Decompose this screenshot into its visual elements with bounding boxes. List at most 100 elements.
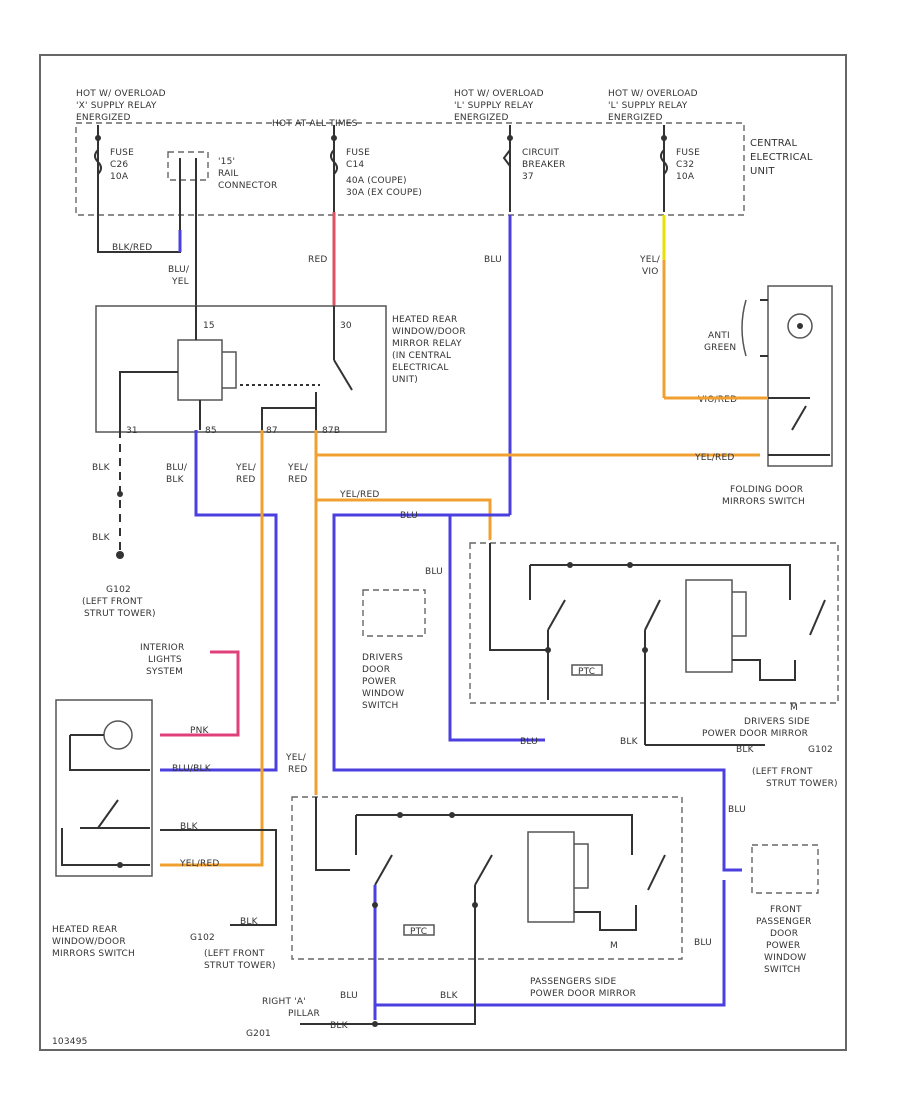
heated-mirror-switch-box (55, 699, 153, 877)
svg-text:HEATED REAR: HEATED REAR (392, 315, 457, 325)
ground-g102-right: BLK BLK G102 (LEFT FRONT STRUT TOWER) (620, 737, 838, 789)
svg-text:BLU/: BLU/ (168, 265, 190, 275)
svg-text:STRUT TOWER): STRUT TOWER) (766, 779, 838, 789)
svg-text:85: 85 (205, 426, 217, 436)
svg-text:G201: G201 (246, 1029, 271, 1039)
svg-text:'L' SUPPLY RELAY: 'L' SUPPLY RELAY (608, 101, 688, 111)
svg-text:BLK: BLK (92, 463, 111, 473)
svg-text:POWER DOOR MIRROR: POWER DOOR MIRROR (530, 989, 636, 999)
passenger-mirror-internals: M PTC (315, 797, 666, 1020)
blu-blk-label: BLU/BLK (172, 764, 212, 774)
svg-text:YEL/: YEL/ (285, 753, 307, 763)
ground-g102-lower: BLK G102 (LEFT FRONT STRUT TOWER) (190, 910, 277, 971)
svg-text:RED: RED (308, 255, 327, 265)
ground-g102-upper: G102 (LEFT FRONT STRUT TOWER) (82, 585, 156, 619)
fuse-c14: FUSE C14 40A (COUPE) 30A (EX COUPE) (330, 125, 422, 212)
svg-text:SWITCH: SWITCH (362, 701, 399, 711)
svg-text:31: 31 (126, 426, 138, 436)
fuse-c26: FUSE C26 10A (94, 125, 134, 212)
svg-text:10A: 10A (676, 172, 695, 182)
svg-text:RAIL: RAIL (218, 169, 239, 179)
svg-text:FOLDING DOOR: FOLDING DOOR (730, 485, 803, 495)
drivers-mirror-internals: M PTC (489, 543, 826, 745)
svg-text:BLK: BLK (620, 737, 639, 747)
svg-text:BLK/RED: BLK/RED (112, 243, 152, 253)
svg-text:POWER: POWER (362, 677, 396, 687)
svg-text:G102: G102 (190, 933, 215, 943)
folding-mirror-switch-internals: ANTI GREEN VIO/RED (698, 299, 830, 456)
svg-text:DRIVERS SIDE: DRIVERS SIDE (744, 717, 810, 727)
svg-text:15: 15 (203, 321, 215, 331)
svg-text:VIO: VIO (642, 267, 659, 277)
yel-red-label-switch: YEL/RED (179, 859, 220, 869)
svg-text:HEATED REAR: HEATED REAR (52, 925, 117, 935)
svg-text:RED: RED (236, 475, 255, 485)
svg-text:(LEFT FRONT: (LEFT FRONT (204, 949, 265, 959)
svg-text:(LEFT FRONT: (LEFT FRONT (752, 767, 813, 777)
svg-text:RED: RED (288, 765, 307, 775)
blk-wire-switch (160, 829, 277, 910)
blu-label-right: BLU (694, 938, 712, 948)
svg-text:WINDOW/DOOR: WINDOW/DOOR (392, 327, 466, 337)
svg-text:PTC: PTC (578, 667, 595, 677)
svg-text:YEL/: YEL/ (287, 463, 309, 473)
svg-text:BLK: BLK (92, 533, 111, 543)
blk-label-passenger: BLK (440, 991, 459, 1001)
svg-text:BLU/: BLU/ (166, 463, 188, 473)
svg-text:CIRCUIT: CIRCUIT (522, 148, 559, 158)
svg-text:MIRROR RELAY: MIRROR RELAY (392, 339, 462, 349)
interior-lights-label: INTERIOR LIGHTS SYSTEM (140, 643, 184, 677)
svg-text:RED: RED (288, 475, 307, 485)
svg-text:C32: C32 (676, 160, 694, 170)
fuse-c32: FUSE C32 10A (660, 125, 700, 212)
svg-text:FUSE: FUSE (346, 148, 370, 158)
svg-text:SYSTEM: SYSTEM (146, 667, 183, 677)
supply-relay-label-1: HOT W/ OVERLOAD 'X' SUPPLY RELAY ENERGIZ… (76, 89, 166, 123)
svg-text:GREEN: GREEN (704, 343, 736, 353)
folding-mirror-switch-box (767, 285, 833, 467)
svg-text:POWER: POWER (766, 941, 800, 951)
heated-rear-relay-box (95, 305, 387, 433)
svg-text:VIO/RED: VIO/RED (698, 395, 737, 405)
svg-text:SWITCH: SWITCH (764, 965, 801, 975)
svg-text:UNIT: UNIT (750, 166, 775, 177)
svg-text:YEL/RED: YEL/RED (339, 490, 380, 500)
svg-text:BLK: BLK (166, 475, 185, 485)
svg-text:LIGHTS: LIGHTS (148, 655, 182, 665)
central-electrical-unit-label: CENTRAL ELECTRICAL UNIT (750, 138, 813, 177)
heated-rear-relay-label: HEATED REAR WINDOW/DOOR MIRROR RELAY (IN… (392, 315, 466, 385)
svg-text:(LEFT FRONT: (LEFT FRONT (82, 597, 143, 607)
drivers-mirror-label: DRIVERS SIDE POWER DOOR MIRROR (702, 717, 810, 739)
pnk-wire (160, 650, 240, 737)
svg-text:WINDOW: WINDOW (362, 689, 404, 699)
ceu-output-wires: BLK/RED BLU/ YEL RED BLU YEL/ VIO (97, 212, 666, 515)
svg-text:INTERIOR: INTERIOR (140, 643, 184, 653)
svg-text:FUSE: FUSE (676, 148, 700, 158)
svg-text:DOOR: DOOR (362, 665, 390, 675)
svg-text:YEL/RED: YEL/RED (694, 453, 735, 463)
svg-text:C14: C14 (346, 160, 364, 170)
blu-wire-passenger (375, 880, 726, 1007)
svg-text:ANTI: ANTI (708, 331, 730, 341)
svg-text:PASSENGER: PASSENGER (756, 917, 812, 927)
blk-label-switch: BLK (180, 822, 199, 832)
hot-at-all-times-label: HOT AT ALL TIMES (272, 119, 358, 129)
blu-label-passenger: BLU (340, 991, 358, 1001)
svg-text:FRONT: FRONT (770, 905, 802, 915)
svg-text:ELECTRICAL: ELECTRICAL (750, 152, 813, 163)
svg-text:10A: 10A (110, 172, 129, 182)
central-electrical-unit-box (75, 122, 745, 216)
svg-text:BLK: BLK (240, 917, 259, 927)
heated-mirror-switch-internals (61, 720, 150, 868)
svg-text:'15': '15' (218, 157, 235, 167)
svg-text:PASSENGERS SIDE: PASSENGERS SIDE (530, 977, 616, 987)
svg-text:C26: C26 (110, 160, 128, 170)
relay-output-wires: BLK BLK BLU/ BLK YEL/ RED YEL/ RED YEL/R… (92, 430, 760, 872)
ground-g201: RIGHT 'A' PILLAR G201 BLK (246, 997, 476, 1039)
svg-text:30: 30 (340, 321, 352, 331)
folding-mirror-switch-label: FOLDING DOOR MIRRORS SWITCH (722, 485, 805, 507)
svg-text:HOT W/ OVERLOAD: HOT W/ OVERLOAD (76, 89, 166, 99)
heated-rear-relay-internals: 15 30 31 85 87 87B (119, 306, 353, 436)
front-passenger-window-switch: FRONT PASSENGER DOOR POWER WINDOW SWITCH (751, 844, 819, 975)
svg-text:G102: G102 (808, 745, 833, 755)
